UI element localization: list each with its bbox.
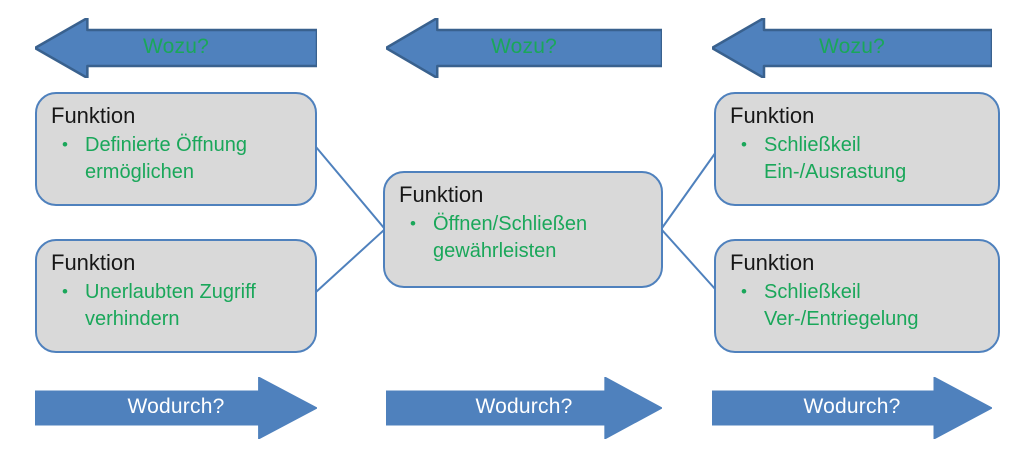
bullet-text: Öffnen/Schließen gewährleisten	[433, 211, 587, 264]
box-title: Funktion	[730, 103, 815, 128]
wozu-arrow-left: Wozu?	[35, 18, 317, 78]
function-box-top-left: Funktion • Definierte Öffnung ermögliche…	[35, 92, 317, 206]
wodurch-label: Wodurch?	[127, 395, 225, 419]
bullet-text: Unerlaubten Zugriff verhindern	[85, 279, 256, 332]
bullet-line-1: Unerlaubten Zugriff	[85, 281, 256, 304]
bullet-icon: •	[62, 282, 68, 302]
wozu-label: Wozu?	[143, 35, 209, 59]
bullet-item: • Schließkeil Ver-/Entriegelung	[730, 279, 988, 332]
function-box-center: Funktion • Öffnen/Schließen gewährleiste…	[383, 171, 663, 288]
bullet-line-2: Ver-/Entriegelung	[764, 307, 919, 330]
bullet-line-1: Schließkeil	[764, 281, 861, 304]
bullet-icon: •	[741, 282, 747, 302]
wodurch-arrow-right: Wodurch?	[712, 377, 992, 439]
right-arrow-icon	[712, 377, 992, 439]
bullet-icon: •	[410, 214, 416, 234]
box-title: Funktion	[51, 103, 136, 128]
bullet-text: Schließkeil Ein-/Ausrastung	[764, 132, 906, 185]
bullet-text: Schließkeil Ver-/Entriegelung	[764, 279, 919, 332]
box-title: Funktion	[399, 182, 484, 207]
wodurch-label: Wodurch?	[475, 395, 573, 419]
right-arrow-icon	[35, 377, 317, 439]
bullet-line-2: ermöglichen	[85, 160, 194, 183]
bullet-icon: •	[62, 135, 68, 155]
connector-topleft-center	[315, 146, 385, 229]
bullet-line-2: gewährleisten	[433, 239, 557, 262]
wozu-arrow-center: Wozu?	[386, 18, 662, 78]
wozu-label: Wozu?	[819, 35, 885, 59]
left-arrow-icon	[35, 18, 317, 78]
function-box-top-right: Funktion • Schließkeil Ein-/Ausrastung	[714, 92, 1000, 206]
bullet-item: • Definierte Öffnung ermöglichen	[51, 132, 305, 185]
bullet-icon: •	[741, 135, 747, 155]
right-arrow-icon	[386, 377, 662, 439]
wodurch-label: Wodurch?	[803, 395, 901, 419]
bullet-line-2: verhindern	[85, 307, 180, 330]
function-box-bottom-left: Funktion • Unerlaubten Zugriff verhinder…	[35, 239, 317, 353]
box-title: Funktion	[51, 250, 136, 275]
connector-bottomleft-center	[315, 229, 385, 293]
wozu-label: Wozu?	[491, 35, 557, 59]
bullet-item: • Schließkeil Ein-/Ausrastung	[730, 132, 988, 185]
wodurch-arrow-center: Wodurch?	[386, 377, 662, 439]
connector-center-bottomright	[661, 229, 717, 291]
box-title: Funktion	[730, 250, 815, 275]
bullet-line-1: Öffnen/Schließen	[433, 213, 588, 236]
bullet-line-2: Ein-/Ausrastung	[764, 160, 907, 183]
function-box-bottom-right: Funktion • Schließkeil Ver-/Entriegelung	[714, 239, 1000, 353]
left-arrow-icon	[712, 18, 992, 78]
connector-center-topright	[661, 151, 717, 229]
bullet-line-1: Definierte Öffnung	[85, 134, 247, 157]
bullet-text: Definierte Öffnung ermöglichen	[85, 132, 247, 185]
wodurch-arrow-left: Wodurch?	[35, 377, 317, 439]
bullet-item: • Öffnen/Schließen gewährleisten	[399, 211, 651, 264]
wozu-arrow-right: Wozu?	[712, 18, 992, 78]
left-arrow-icon	[386, 18, 662, 78]
bullet-line-1: Schließkeil	[764, 134, 861, 157]
bullet-item: • Unerlaubten Zugriff verhindern	[51, 279, 305, 332]
